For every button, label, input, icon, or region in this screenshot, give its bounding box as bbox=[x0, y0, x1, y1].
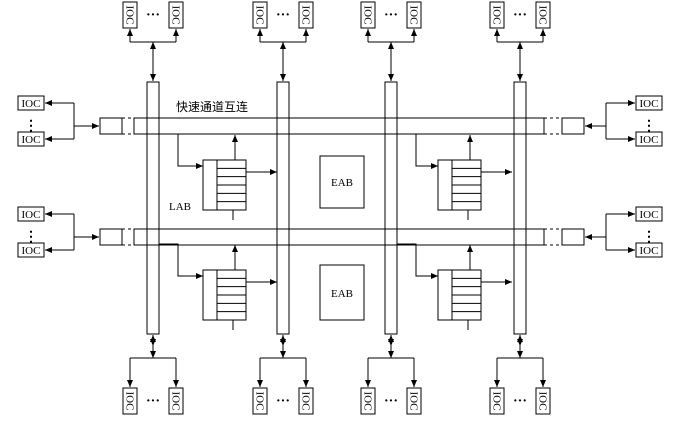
ioc-label: IOC bbox=[124, 392, 136, 411]
ioc-block: IOC bbox=[635, 206, 663, 222]
ioc-block: IOC bbox=[489, 1, 505, 29]
ioc-pair-top: IOC IOC ··· bbox=[252, 1, 314, 81]
ioc-block: IOC bbox=[635, 131, 663, 147]
ioc-label: IOC bbox=[640, 98, 659, 110]
ioc-label: IOC bbox=[362, 6, 374, 25]
ioc-label: IOC bbox=[300, 6, 312, 25]
ioc-label: IOC bbox=[537, 6, 549, 25]
eab-block-bottom: EAB bbox=[319, 264, 365, 321]
ioc-block: IOC bbox=[635, 242, 663, 258]
ioc-group-bottom: IOC IOC ··· IOC IOC ··· IOC IOC ··· IOC IOC ··· bbox=[122, 335, 551, 415]
ellipsis-vertical: ⋮ bbox=[24, 119, 38, 134]
ellipsis-horizontal: ··· bbox=[513, 394, 527, 409]
ioc-label: IOC bbox=[300, 392, 312, 411]
ioc-label: IOC bbox=[170, 6, 182, 25]
ellipsis-horizontal: ··· bbox=[384, 8, 398, 23]
ioc-block: IOC bbox=[535, 1, 551, 29]
ioc-pair-bottom: IOC IOC ··· bbox=[122, 335, 184, 415]
ioc-block: IOC bbox=[635, 95, 663, 111]
lab-block-bottom-right bbox=[397, 243, 512, 330]
lab-block-top-left bbox=[159, 133, 277, 220]
ioc-label: IOC bbox=[124, 6, 136, 25]
ioc-label: IOC bbox=[640, 245, 659, 257]
ioc-block: IOC bbox=[360, 387, 376, 415]
ioc-pair-bottom: IOC IOC ··· bbox=[252, 335, 314, 415]
ioc-pair-top: IOC IOC ··· bbox=[489, 1, 551, 81]
ellipsis-horizontal: ··· bbox=[384, 394, 398, 409]
ioc-block: IOC bbox=[168, 387, 184, 415]
ioc-label: IOC bbox=[640, 134, 659, 146]
horizontal-channel-bottom bbox=[99, 228, 585, 246]
ioc-block: IOC bbox=[17, 95, 45, 111]
ioc-block: IOC bbox=[489, 387, 505, 415]
eab-label-top: EAB bbox=[331, 177, 353, 189]
ioc-label: IOC bbox=[254, 6, 266, 25]
ioc-block: IOC bbox=[17, 206, 45, 222]
ioc-label: IOC bbox=[22, 134, 41, 146]
ellipsis-horizontal: ··· bbox=[146, 394, 160, 409]
eab-label-bottom: EAB bbox=[331, 288, 353, 300]
ioc-block: IOC bbox=[252, 1, 268, 29]
ioc-pair-top: IOC IOC ··· bbox=[122, 1, 184, 81]
ioc-label: IOC bbox=[22, 209, 41, 221]
ioc-label: IOC bbox=[491, 6, 503, 25]
ellipsis-horizontal: ··· bbox=[513, 8, 527, 23]
lab-input-connector bbox=[397, 133, 438, 169]
ioc-block: IOC bbox=[535, 387, 551, 415]
ellipsis-vertical: ⋮ bbox=[642, 230, 656, 245]
ellipsis-horizontal: ··· bbox=[276, 8, 290, 23]
ellipsis-vertical: ⋮ bbox=[24, 230, 38, 245]
ioc-block: IOC bbox=[122, 1, 138, 29]
ioc-label: IOC bbox=[408, 392, 420, 411]
ioc-block: IOC bbox=[406, 387, 422, 415]
ioc-label: IOC bbox=[640, 209, 659, 221]
horizontal-channel-top bbox=[99, 117, 585, 135]
ioc-block: IOC bbox=[298, 387, 314, 415]
ioc-label: IOC bbox=[22, 98, 41, 110]
ioc-pair-bottom: IOC IOC ··· bbox=[489, 335, 551, 415]
lab-input-connector bbox=[159, 133, 203, 169]
ioc-label: IOC bbox=[491, 392, 503, 411]
ellipsis-horizontal: ··· bbox=[146, 8, 160, 23]
ellipsis-vertical: ⋮ bbox=[642, 119, 656, 134]
ioc-block: IOC bbox=[168, 1, 184, 29]
ioc-label: IOC bbox=[170, 392, 182, 411]
ioc-pair-bottom: IOC IOC ··· bbox=[360, 335, 422, 415]
ioc-block: IOC bbox=[17, 242, 45, 258]
eab-block-top: EAB bbox=[319, 155, 365, 209]
ioc-group-top: IOC IOC ··· IOC IOC ··· IOC IOC ··· IOC IOC ··· bbox=[122, 1, 551, 81]
fast-interconnect-label: 快速通道互连 bbox=[176, 99, 248, 114]
lab-label: LAB bbox=[169, 201, 191, 213]
ioc-block: IOC bbox=[360, 1, 376, 29]
lab-input-connector bbox=[159, 243, 203, 279]
ioc-pair-top: IOC IOC ··· bbox=[360, 1, 422, 81]
vertical-channels bbox=[134, 81, 544, 335]
ellipsis-horizontal: ··· bbox=[276, 394, 290, 409]
ioc-block: IOC bbox=[252, 387, 268, 415]
ioc-label: IOC bbox=[537, 392, 549, 411]
ioc-label: IOC bbox=[22, 245, 41, 257]
lab-block-top-right bbox=[397, 133, 512, 220]
ioc-label: IOC bbox=[408, 6, 420, 25]
lab-input-connector bbox=[397, 243, 438, 279]
ioc-label: IOC bbox=[362, 392, 374, 411]
ioc-block: IOC bbox=[17, 131, 45, 147]
ioc-block: IOC bbox=[406, 1, 422, 29]
lab-blocks bbox=[159, 133, 512, 330]
lab-block-bottom-left bbox=[159, 243, 277, 330]
ioc-block: IOC bbox=[122, 387, 138, 415]
ioc-label: IOC bbox=[254, 392, 266, 411]
ioc-block: IOC bbox=[298, 1, 314, 29]
